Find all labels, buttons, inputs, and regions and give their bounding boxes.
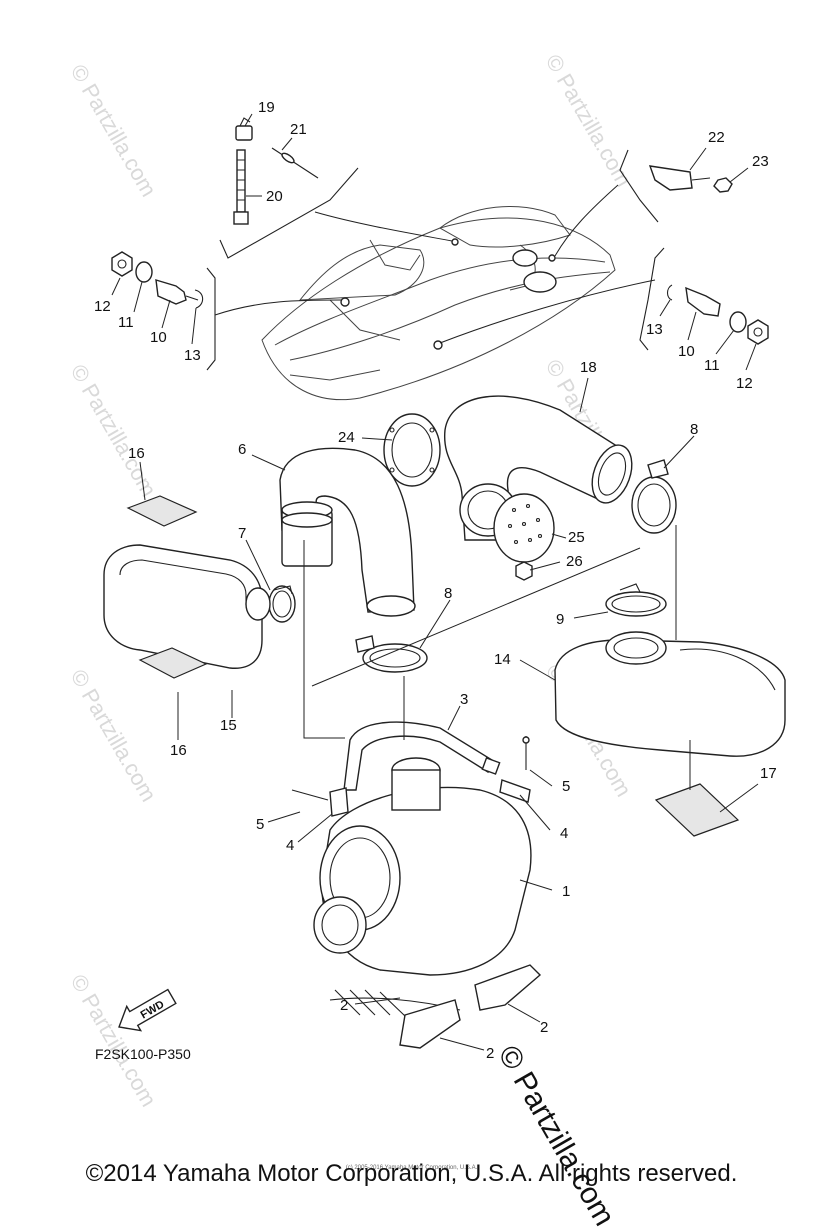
- callout-23: 23: [752, 153, 769, 170]
- callout-5-left: 5: [256, 816, 264, 833]
- part-8-clamp-middle: [355, 635, 428, 673]
- part-24-flange: [383, 413, 441, 487]
- callout-10-right: 10: [678, 343, 695, 360]
- watermark-text: © Partzilla.com: [66, 665, 162, 806]
- part-4-bracket-left: [329, 787, 349, 817]
- callout-20: 20: [266, 188, 283, 205]
- part-20-cable-tie: [233, 149, 249, 225]
- part-13-clamp-left: [194, 289, 204, 309]
- callout-16-lower: 16: [170, 742, 187, 759]
- part-18-elbow-hose: [444, 395, 633, 541]
- part-4-bracket-right: [499, 779, 531, 803]
- callout-4-right: 4: [560, 825, 568, 842]
- part-6-elbow-hose: [279, 447, 416, 617]
- callout-2-c: 2: [486, 1045, 494, 1062]
- tiny-copyright: (c) 2005-2016 Yamaha Motor Corporation, …: [345, 1165, 478, 1171]
- part-2-shield-b: [474, 964, 542, 1011]
- left-fitting-set: [111, 251, 204, 309]
- callout-10-left: 10: [150, 329, 167, 346]
- callout-13-right: 13: [646, 321, 663, 338]
- part-12-nut-right: [747, 319, 769, 345]
- inset-bracket-right: [639, 247, 665, 351]
- copyright-footer: ©2014 Yamaha Motor Corporation, U.S.A. A…: [85, 1160, 738, 1187]
- part-10-fitting-left: [155, 279, 187, 305]
- part-12-nut-left: [111, 251, 133, 277]
- inset-bracket-top-right: [619, 149, 659, 223]
- right-fitting-set: [666, 284, 769, 345]
- watermark-text: © Partzilla.com: [66, 360, 162, 501]
- part-3-strap: [343, 721, 501, 811]
- callout-11-left: 11: [118, 314, 134, 331]
- engine-component: [523, 271, 557, 293]
- callout-15: 15: [220, 717, 237, 734]
- callout-12-left: 12: [94, 298, 111, 315]
- part-9-clamp: [605, 583, 667, 617]
- callout-4-left: 4: [286, 837, 294, 854]
- callout-8-middle: 8: [444, 585, 452, 602]
- callout-22: 22: [708, 129, 725, 146]
- callout-14: 14: [494, 651, 511, 668]
- callout-24: 24: [338, 429, 355, 446]
- callout-18: 18: [580, 359, 597, 376]
- part-16-pad-upper: [126, 495, 198, 527]
- watercraft-outline: [261, 206, 616, 401]
- part-15-airbox: [103, 544, 271, 669]
- callout-9: 9: [556, 611, 564, 628]
- part-8-clamp-right: [631, 459, 677, 534]
- part-19-clip: [235, 117, 253, 141]
- callout-26: 26: [566, 553, 583, 570]
- mount-point: [548, 254, 556, 262]
- part-25-screen: [493, 493, 555, 563]
- inset-bracket-top-left: [219, 167, 359, 259]
- callout-19: 19: [258, 99, 275, 116]
- callout-21: 21: [290, 121, 307, 138]
- watermark-text: © Partzilla.com: [66, 60, 162, 201]
- part-11-washer-right: [729, 311, 747, 333]
- part-14-resonator: [554, 631, 786, 757]
- callout-8-right: 8: [690, 421, 698, 438]
- part-16-pad-lower: [138, 647, 208, 679]
- assembly-lines: [303, 525, 691, 790]
- part-5-rivet-left: [291, 789, 329, 801]
- fwd-label: FWD: [139, 998, 167, 1021]
- callout-5-right: 5: [562, 778, 570, 795]
- part-21-rivet: [271, 147, 319, 179]
- callout-7: 7: [238, 525, 246, 542]
- callout-6: 6: [238, 441, 246, 458]
- part-2-shield-a: [399, 999, 461, 1049]
- callout-16-upper: 16: [128, 445, 145, 462]
- callout-17: 17: [760, 765, 777, 782]
- callout-11-right: 11: [704, 357, 720, 374]
- part-13-clamp-right: [666, 284, 673, 301]
- callout-leaders: [111, 113, 759, 1051]
- part-17-pad: [654, 783, 740, 837]
- figure-code: F2SK100-P350: [95, 1046, 191, 1062]
- part-10-fitting-right: [685, 286, 721, 317]
- engine-component: [512, 249, 538, 267]
- callout-2-b: 2: [540, 1019, 548, 1036]
- mount-point: [451, 238, 459, 246]
- inset-bracket-left: [206, 267, 216, 371]
- callout-13-left: 13: [184, 347, 201, 364]
- exploded-parts-diagram: © Partzilla.com © Partzilla.com © Partzi…: [66, 50, 786, 1111]
- callout-25: 25: [568, 529, 585, 546]
- watermark-text: © Partzilla.com: [66, 970, 162, 1111]
- callout-12-right: 12: [736, 375, 753, 392]
- watermark-text: © Partzilla.com: [541, 50, 637, 191]
- callout-1: 1: [562, 883, 570, 900]
- callout-3: 3: [460, 691, 468, 708]
- vent-fitting-front: [340, 297, 350, 307]
- part-26-nut: [515, 561, 533, 581]
- part-7-clamp: [268, 585, 296, 623]
- callout-2-a: 2: [340, 997, 348, 1014]
- part-11-washer-left: [135, 261, 153, 283]
- part-23-nut: [713, 177, 733, 193]
- callout-labels: 19 20 21 22 23 12 11 10 13 13 10 11 12 1…: [94, 99, 777, 1062]
- part-22-fitting: [648, 165, 711, 191]
